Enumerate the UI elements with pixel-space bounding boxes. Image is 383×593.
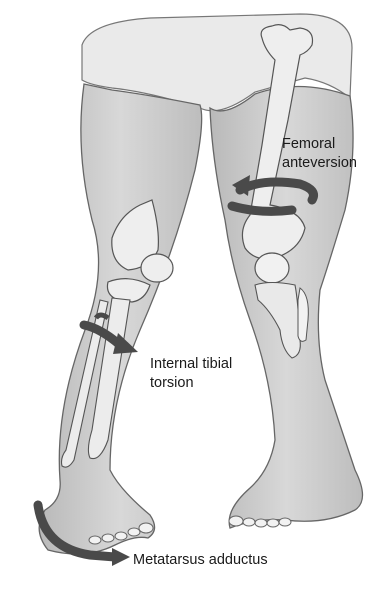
metatarsus-adductus-label: Metatarsus adductus	[133, 551, 268, 570]
internal-tibial-torsion-label: Internal tibial torsion	[150, 355, 232, 393]
right-patella	[255, 253, 289, 283]
tibial-label-line2: torsion	[150, 374, 232, 393]
tibial-label-line1: Internal tibial	[150, 355, 232, 374]
femoral-label-line1: Femoral	[282, 135, 357, 154]
metatarsus-label-text: Metatarsus adductus	[133, 551, 268, 570]
femoral-anteversion-label: Femoral anteversion	[282, 135, 357, 173]
femoral-label-line2: anteversion	[282, 154, 357, 173]
